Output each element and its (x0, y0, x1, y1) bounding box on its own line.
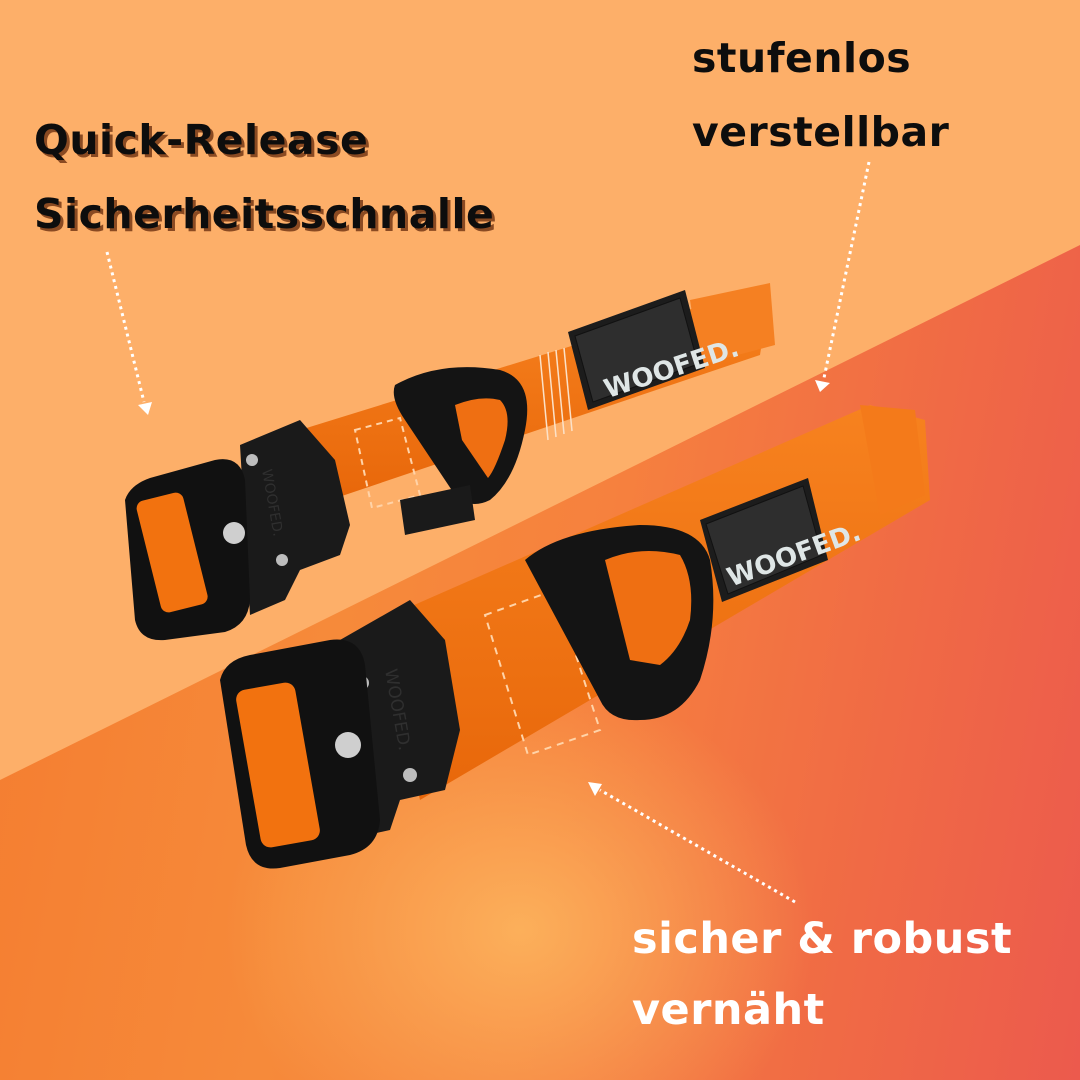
brand-patch-upper: WOOFED. (568, 290, 743, 410)
label-quick-release: Quick-Release Sicherheitsschnalle (34, 120, 494, 235)
label-adjustable-line2: verstellbar (692, 108, 950, 156)
buckle-lower: WOOFED. (220, 600, 460, 869)
brand-patch-lower: WOOFED. (700, 478, 865, 602)
buckle-upper: WOOFED. (125, 420, 350, 641)
label-quick-release-line1: Quick-Release (34, 116, 369, 164)
arrow-adjustable (815, 161, 871, 392)
label-stitched-line1: sicher & robust (632, 914, 1013, 964)
label-stitched-line2: vernäht (632, 985, 825, 1035)
arrow-quick-release (105, 251, 152, 415)
label-adjustable: stufenlos verstellbar (692, 38, 949, 153)
label-stitched: sicher & robust vernäht (632, 918, 1012, 1032)
label-adjustable-line1: stufenlos (692, 34, 912, 82)
collar-upper: WOOFED. WOOFED. (125, 283, 775, 641)
collar-lower: WOOFED. WOOFED. (220, 405, 930, 869)
arrow-stitched (588, 782, 796, 904)
label-quick-release-line2: Sicherheitsschnalle (34, 190, 495, 238)
